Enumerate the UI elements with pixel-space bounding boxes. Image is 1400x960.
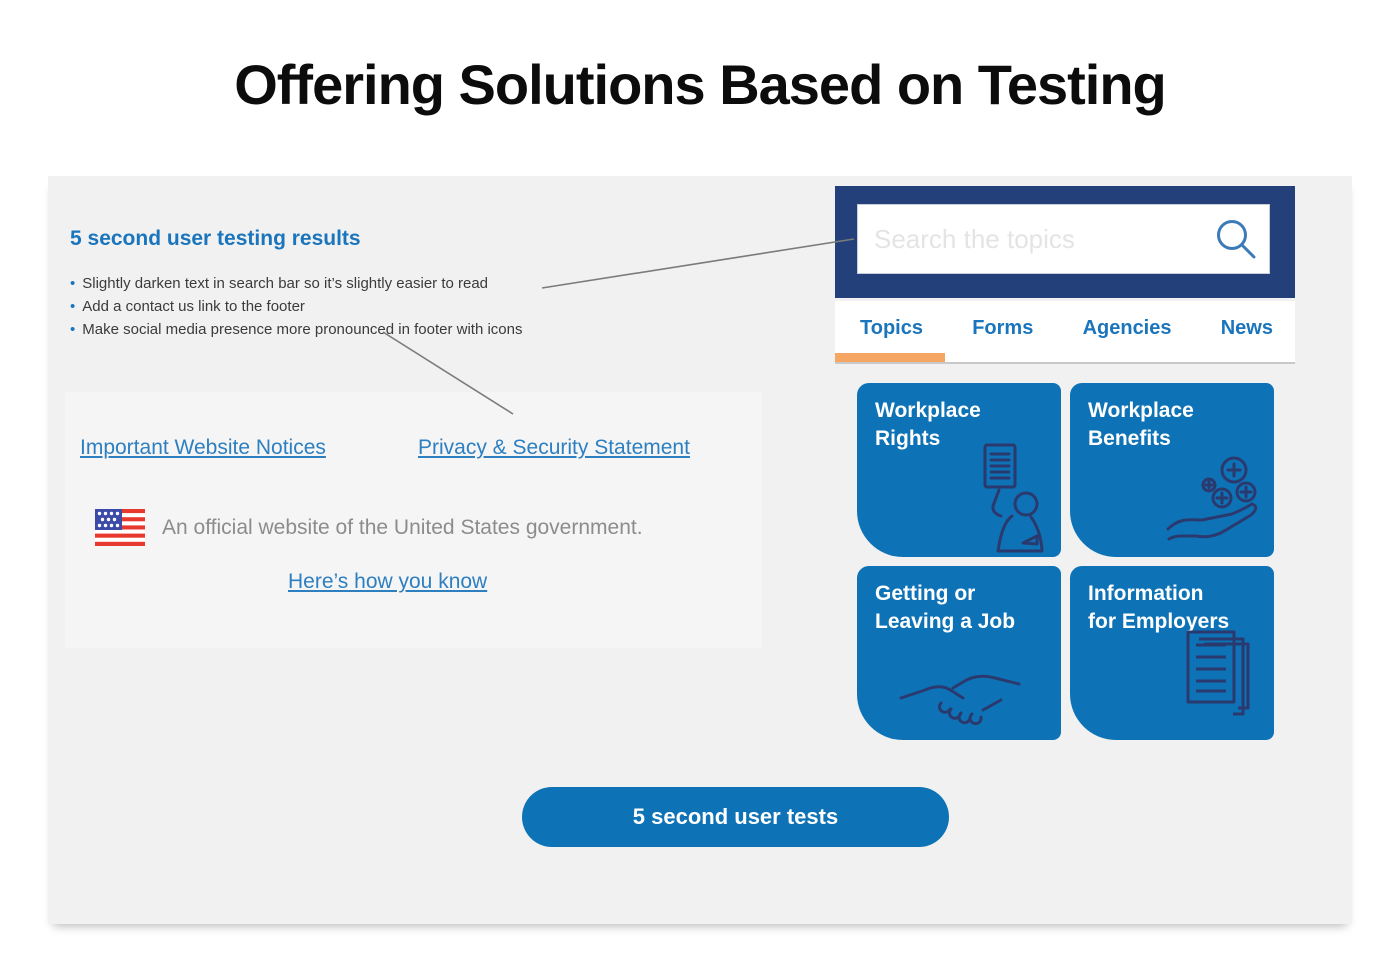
tab-forms[interactable]: Forms — [972, 317, 1034, 339]
tile-label-line: Benefits — [1088, 427, 1171, 450]
cta-label: 5 second user tests — [632, 804, 839, 829]
mobile-tab-bar: Topics Forms Agencies News — [835, 301, 1295, 362]
tile-label-line: Leaving a Job — [875, 610, 1016, 633]
tile-workplace-benefits[interactable]: Workplace Benefits — [1070, 383, 1274, 557]
bullet-item: Add a contact us link to the footer — [70, 295, 523, 318]
tile-workplace-rights[interactable]: Workplace Rights — [857, 383, 1061, 557]
heres-how-you-know-link[interactable]: Here’s how you know — [288, 570, 488, 593]
results-bullet-list: Slightly darken text in search bar so it… — [70, 272, 523, 341]
results-heading: 5 second user testing results — [70, 227, 361, 250]
tab-topics[interactable]: Topics — [860, 317, 923, 339]
important-website-notices-link[interactable]: Important Website Notices — [80, 436, 326, 459]
tab-news[interactable]: News — [1220, 317, 1273, 339]
official-website-row: An official website of the United States… — [95, 509, 643, 546]
mobile-header — [835, 186, 1295, 298]
documents-stack-icon — [1186, 630, 1250, 716]
search-input[interactable] — [858, 205, 1213, 273]
tab-agencies[interactable]: Agencies — [1082, 317, 1172, 339]
bullet-item: Make social media presence more pronounc… — [70, 318, 522, 341]
five-second-user-tests-button[interactable]: 5 second user tests — [522, 787, 949, 847]
hand-with-coins-icon — [1166, 456, 1258, 541]
tile-label-line: Workplace — [875, 399, 981, 422]
annotation-line-search — [541, 238, 855, 289]
tile-label-line: Getting or — [875, 582, 976, 605]
tile-getting-or-leaving-a-job[interactable]: Getting or Leaving a Job — [857, 566, 1061, 740]
tile-label-line: for Employers — [1088, 610, 1230, 633]
privacy-security-statement-link[interactable]: Privacy & Security Statement — [418, 436, 690, 459]
tile-label-line: Information — [1088, 582, 1204, 605]
bullet-item: Slightly darken text in search bar so it… — [70, 272, 523, 295]
active-tab-indicator — [835, 353, 945, 362]
tile-label-line: Rights — [875, 427, 941, 450]
us-flag-icon — [95, 509, 145, 546]
slide-panel: 5 second user testing results Slightly d… — [48, 176, 1352, 924]
person-raising-document-icon — [983, 443, 1044, 553]
tile-label-line: Workplace — [1088, 399, 1194, 422]
search-bar[interactable] — [857, 204, 1270, 274]
official-website-text: An official website of the United States… — [162, 515, 643, 539]
footer-screenshot-region — [65, 392, 762, 648]
search-icon[interactable] — [1213, 216, 1259, 262]
page-title: Offering Solutions Based on Testing — [234, 53, 1167, 116]
tile-information-for-employers[interactable]: Information for Employers — [1070, 566, 1274, 740]
handshake-icon — [899, 674, 1021, 726]
